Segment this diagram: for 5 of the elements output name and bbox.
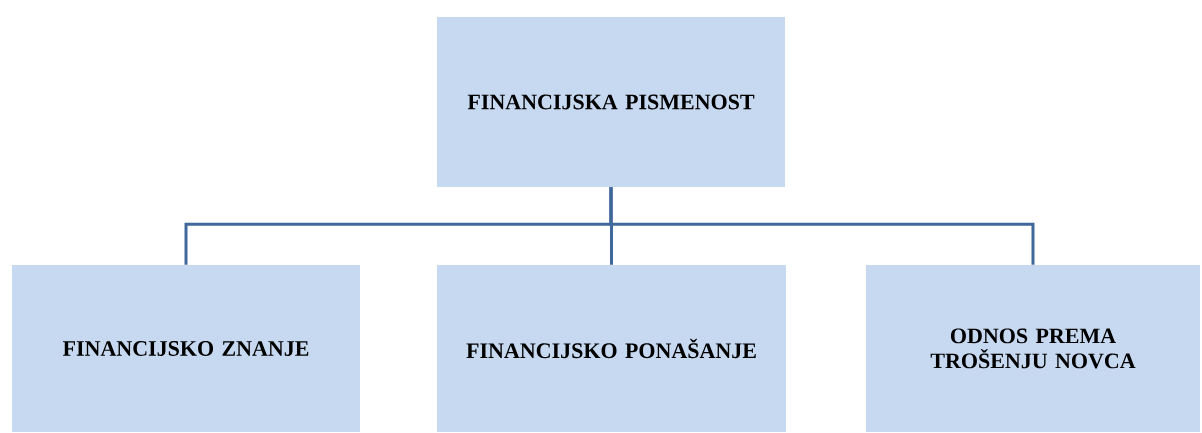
category-box: FINANCIJSKO PONAŠANJE [437, 265, 786, 432]
category-box: ODNOS PREMA TROŠENJU NOVCA [866, 265, 1200, 432]
category-box: FINANCIJSKO ZNANJE [12, 265, 360, 432]
category-box: FINANCIJSKA PISMENOST [437, 17, 785, 187]
connector-line [609, 187, 1035, 265]
